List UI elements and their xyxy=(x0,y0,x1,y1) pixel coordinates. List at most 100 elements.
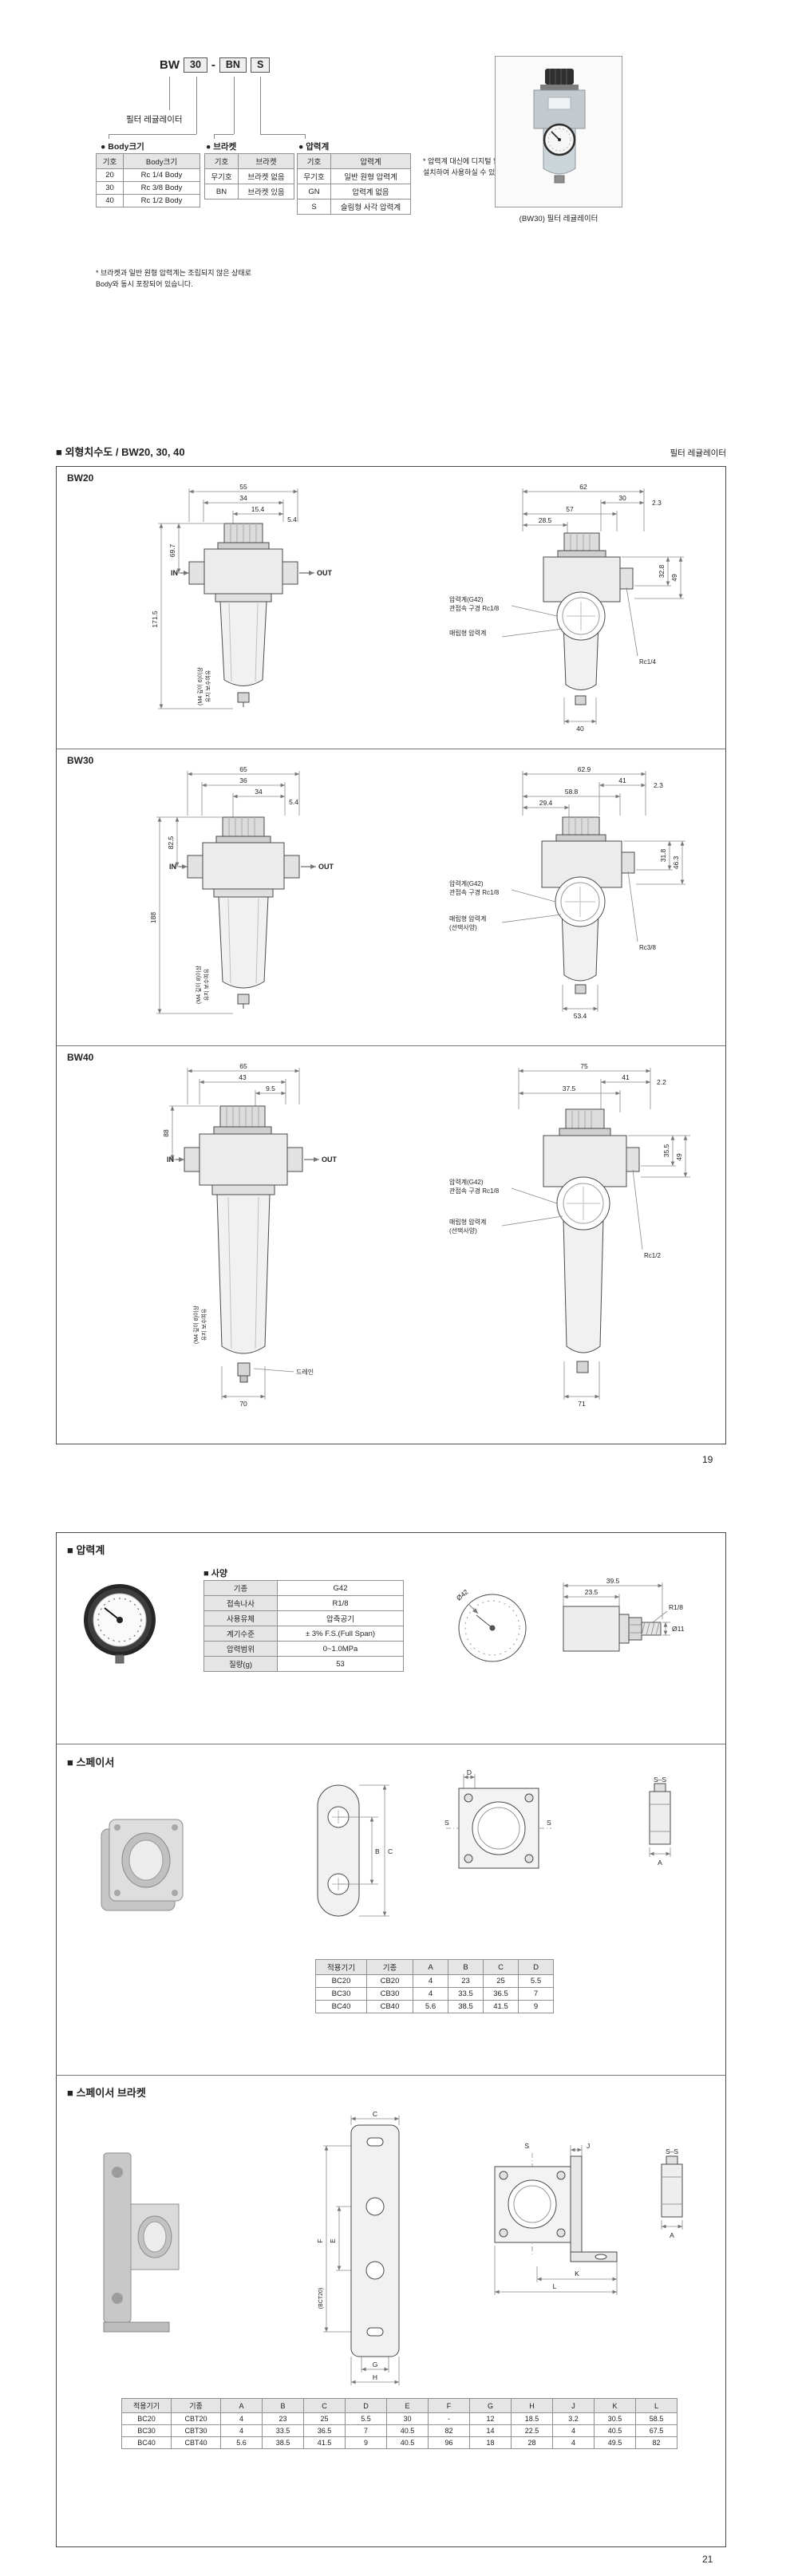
dim-label: 69.7 xyxy=(168,543,176,557)
cell: - xyxy=(428,2412,470,2425)
cell: 12 xyxy=(469,2412,512,2425)
cell: 36.5 xyxy=(303,2424,346,2437)
dimension-drawings-frame xyxy=(56,466,726,1444)
dim-label: C xyxy=(373,2110,377,2118)
cell: BN xyxy=(204,184,239,200)
header-cell: C xyxy=(303,2398,346,2413)
maintenance-note: (M4 깊이 6)이상 xyxy=(196,666,203,705)
cell: 7 xyxy=(518,1987,554,2001)
thread-label: R1/8 xyxy=(669,1603,683,1611)
header-cell: J xyxy=(552,2398,595,2413)
model-code-prefix: BW xyxy=(160,57,180,72)
dimension-section-title: ■ 외형치수도 / BW20, 30, 40 xyxy=(56,446,185,458)
dim-label: 49 xyxy=(675,1153,683,1161)
cell: 30 xyxy=(96,181,124,195)
gauge-group-title: ● 압력계 xyxy=(298,140,329,152)
port-label: Rc1/2 xyxy=(644,1252,661,1259)
connector-line xyxy=(234,77,235,134)
spec-key: 사용유체 xyxy=(203,1610,278,1626)
header-cell: L xyxy=(635,2398,678,2413)
section-label: S xyxy=(524,2142,529,2150)
dimension-lines xyxy=(156,771,300,1014)
series-label: 필터 레귤레이터 xyxy=(126,115,183,124)
cell: 49.5 xyxy=(594,2436,636,2449)
dim-label: F xyxy=(316,2238,324,2242)
dim-label: 65 xyxy=(239,765,247,773)
bracket-plate-drawing: C E F (BCT20) G H xyxy=(316,2110,400,2385)
dimension-lines xyxy=(649,1847,671,1857)
dimension-lines xyxy=(522,771,685,1012)
bracket-group-title: ● 브라켓 xyxy=(206,140,236,152)
dim-label: 2.2 xyxy=(657,1078,666,1086)
header-cell: 기호 xyxy=(96,153,124,169)
spec-key: 질량(g) xyxy=(203,1656,278,1672)
dim-label: Ø11 xyxy=(672,1625,685,1633)
table-header-row: 적용기기 기종 A B C D xyxy=(315,1959,554,1975)
cell: BC40 xyxy=(315,2000,367,2013)
dimension-lines xyxy=(158,488,298,709)
connector-line xyxy=(214,134,234,135)
spacer-bracket-section-title: ■ 스페이서 브라켓 xyxy=(67,2087,146,2099)
table-row: 질량(g)53 xyxy=(203,1656,404,1672)
cell: 14 xyxy=(469,2424,512,2437)
spacer-bracket-photo xyxy=(103,2152,180,2333)
dim-label: G xyxy=(373,2361,378,2369)
spacer-bracket-image xyxy=(103,2152,180,2333)
note-line: * 압력계 대신에 디지털 압력스위치를 xyxy=(423,157,533,165)
embedded-gauge-note: 매립형 압력계 xyxy=(449,915,486,923)
cell: 무기호 xyxy=(297,168,331,184)
cell: 4 xyxy=(220,2424,263,2437)
note-line: 설치하여 사용하실 수 있습니다. xyxy=(423,168,517,176)
accessories-frame xyxy=(56,1532,726,2547)
gauge-side-drawing: 39.5 23.5 R1/8 Ø11 xyxy=(563,1577,685,1652)
gauge-face xyxy=(556,1176,610,1231)
cell: 브라켓 있음 xyxy=(238,184,294,200)
page-number-19: 19 xyxy=(702,1454,713,1465)
cell: 67.5 xyxy=(635,2424,678,2437)
header-cell: A xyxy=(220,2398,263,2413)
table-header-row: 기호 압력계 xyxy=(297,153,411,169)
row-divider xyxy=(56,1045,726,1046)
dim-label: 34 xyxy=(239,494,247,502)
dim-label: 88 xyxy=(162,1129,170,1137)
dim-label: 15.4 xyxy=(251,505,265,513)
cell: BC30 xyxy=(121,2424,172,2437)
dim-label: 71 xyxy=(578,1400,586,1408)
spacer-image xyxy=(101,1819,184,1911)
gauge-port-note: 압력계(G42) xyxy=(449,595,484,603)
header-cell: 적용기기 xyxy=(121,2398,172,2413)
bw30-front-drawing: 65 36 34 5.4 188 82.5 IN OUT (M4 깊이 8)이상… xyxy=(149,765,334,1014)
cell: BC20 xyxy=(315,1974,367,1988)
cell: 9 xyxy=(345,2436,387,2449)
bracket-assembly-drawing: S J K L xyxy=(494,2142,618,2295)
header-cell: C xyxy=(483,1959,519,1975)
cell: 5.6 xyxy=(220,2436,263,2449)
header-cell: D xyxy=(345,2398,387,2413)
gauge-port-note: 관접속 구경 Rc1/8 xyxy=(449,604,500,612)
spacer-front-outline xyxy=(458,1788,539,1869)
gauge-face xyxy=(556,591,606,641)
dimension-lines xyxy=(522,488,684,725)
spacer-photo xyxy=(101,1819,184,1911)
cell: 41.5 xyxy=(303,2436,346,2449)
bw40-side-drawing: 75 41 37.5 2.2 35.5 49 71 압력계(G42) 관접속 구… xyxy=(449,1062,690,1408)
gauge-port-note: 압력계(G42) xyxy=(449,879,484,887)
dim-label: Ø42 xyxy=(455,1587,470,1602)
bullet-icon: ● xyxy=(206,142,211,152)
header-cell: K xyxy=(594,2398,636,2413)
port-label: Rc3/8 xyxy=(639,944,656,951)
group-title-text: Body크기 xyxy=(108,142,144,152)
cell: 28 xyxy=(511,2436,553,2449)
dim-label: 41 xyxy=(622,1073,630,1081)
cell: 4 xyxy=(552,2436,595,2449)
cell: 22.5 xyxy=(511,2424,553,2437)
dim-label: 2.3 xyxy=(654,781,663,789)
gauge-port-note: 관접속 구경 Rc1/8 xyxy=(449,888,500,896)
